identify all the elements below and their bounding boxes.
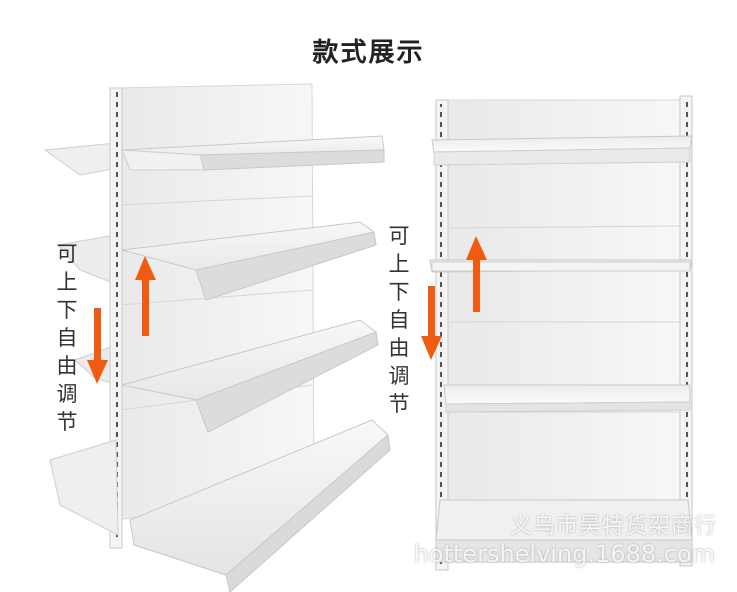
adjustable-label-right: 可上下自由调节 (388, 224, 410, 416)
watermark-url: hottershelving.1688.com (413, 540, 715, 568)
page-title: 款式展示 (312, 38, 425, 68)
left-shelf-unit (43, 83, 391, 592)
arrow-down-left-icon (87, 308, 108, 384)
arrow-down-right-icon (421, 286, 442, 360)
right-shelf-unit (429, 95, 693, 571)
arrow-up-right-icon (466, 236, 487, 312)
arrow-up-left-icon (135, 256, 156, 336)
adjustable-label-left: 可上下自由调节 (56, 242, 78, 434)
watermark-shop-name: 义乌市昊特货架商行 (509, 514, 717, 539)
